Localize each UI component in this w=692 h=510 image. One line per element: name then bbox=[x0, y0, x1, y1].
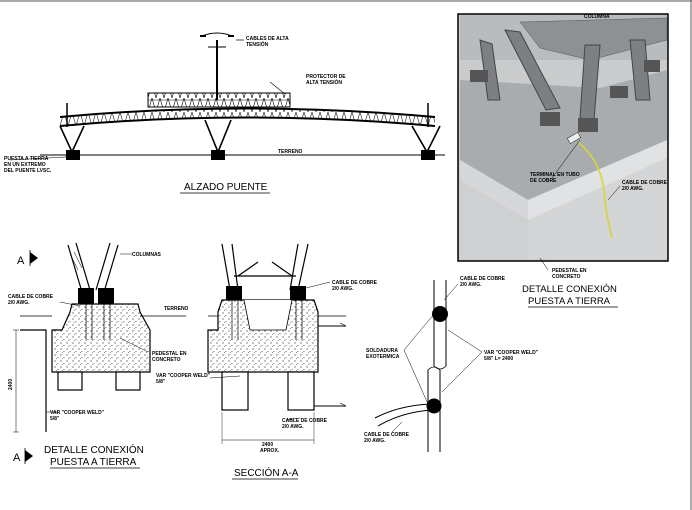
label-weld-var-1: VAR "COOPER WELD" bbox=[484, 350, 539, 356]
label-cables-alta-2: TENSIÓN bbox=[246, 40, 269, 48]
render-labels: COLUMNA TERMINAL EN TUBO DE COBRE CABLE … bbox=[522, 14, 668, 308]
bridge-elevation bbox=[9, 32, 445, 161]
label-weld-cable-bottom-1: CABLE DE COBRE bbox=[364, 432, 410, 438]
label-left-cable-1: CABLE DE COBRE bbox=[8, 294, 54, 300]
section-title: SECCIÓN A-A bbox=[234, 466, 299, 479]
dim-left: 2400 bbox=[8, 379, 14, 390]
label-ground-1: PUESTA A TIERRA bbox=[4, 156, 49, 162]
render-title-1: DETALLE CONEXIÓN bbox=[522, 284, 617, 295]
render-title-2: PUESTA A TIERRA bbox=[528, 296, 611, 307]
elevation-title: ALZADO PUENTE bbox=[184, 182, 268, 193]
label-protector-2: ALTA TENSIÓN bbox=[306, 78, 342, 86]
label-sec-cable-1: CABLE DE COBRE bbox=[332, 280, 378, 286]
left-title-1: DETALLE CONEXIÓN bbox=[44, 443, 144, 456]
weld-detail-labels: CABLE DE COBRE 2/0 AWG. SOLDADURA EXOTER… bbox=[364, 276, 539, 444]
label-render-cable-2: 2/0 AWG. bbox=[622, 186, 644, 192]
label-left-pedestal-1: PEDESTAL EN bbox=[152, 351, 187, 357]
label-columnas: COLUMNAS bbox=[132, 252, 162, 258]
label-render-cable-1: CABLE DE COBRE bbox=[622, 180, 668, 186]
label-ground-3: DEL PUENTE LVSC. bbox=[4, 168, 52, 174]
label-sec-var-1: VAR "COOPER WELD" bbox=[156, 373, 211, 379]
section-marker-top: A bbox=[17, 255, 25, 267]
label-soldadura-2: EXOTERMICA bbox=[366, 354, 400, 360]
label-left-var-2: 5/8" bbox=[50, 416, 60, 422]
label-sec-cable-bottom-2: 2/0 AWG. bbox=[282, 424, 304, 430]
section-marker-bottom: A bbox=[13, 452, 21, 464]
label-weld-cable-top-2: 2/0 AWG. bbox=[460, 282, 482, 288]
label-sec-var-2: 5/8" bbox=[156, 379, 166, 385]
label-left-terreno: TERRENO bbox=[164, 306, 189, 312]
label-left-pedestal-2: CONCRETO bbox=[152, 357, 181, 363]
label-columna: COLUMNA bbox=[584, 14, 610, 20]
detail-left-labels: A A COLUMNAS CABLE DE COBRE 2/0 AWG. TER… bbox=[8, 252, 189, 469]
label-protector-1: PROTECTOR DE bbox=[306, 74, 346, 80]
label-soldadura-1: SOLDADURA bbox=[366, 348, 398, 354]
render-detail bbox=[457, 13, 669, 271]
left-title-2: PUESTA A TIERRA bbox=[50, 457, 137, 468]
dim-sec-1: 2400 bbox=[262, 442, 273, 448]
label-terminal-2: DE COBRE bbox=[530, 178, 557, 184]
label-cables-alta-1: CABLES DE ALTA bbox=[246, 36, 289, 42]
label-weld-var-2: 5/8" L= 2400 bbox=[484, 356, 513, 362]
label-terreno-elev: TERRENO bbox=[278, 149, 303, 155]
label-weld-cable-bottom-2: 2/0 AWG. bbox=[364, 438, 386, 444]
elevation-labels: CABLES DE ALTA TENSIÓN PROTECTOR DE ALTA… bbox=[4, 36, 346, 194]
section-aa-drawing bbox=[207, 243, 347, 444]
label-sec-cable-bottom-1: CABLE DE COBRE bbox=[282, 418, 328, 424]
detail-left-drawing bbox=[13, 242, 186, 464]
label-left-var-1: VAR "COOPER WELD" bbox=[50, 410, 105, 416]
label-weld-cable-top-1: CABLE DE COBRE bbox=[460, 276, 506, 282]
label-render-pedestal-2: CONCRETO bbox=[552, 274, 581, 280]
dim-sec-2: APROX. bbox=[260, 448, 280, 454]
label-render-pedestal-1: PEDESTAL EN bbox=[552, 268, 587, 274]
label-terminal-1: TERMINAL EN TUBO bbox=[530, 172, 580, 178]
label-ground-2: EN UN EXTREMO bbox=[4, 162, 46, 168]
label-left-cable-2: 2/0 AWG. bbox=[8, 300, 30, 306]
weld-detail-drawing bbox=[374, 280, 483, 452]
section-aa-labels: CABLE DE COBRE 2/0 AWG. VAR "COOPER WELD… bbox=[156, 280, 378, 480]
label-sec-cable-2: 2/0 AWG. bbox=[332, 286, 354, 292]
